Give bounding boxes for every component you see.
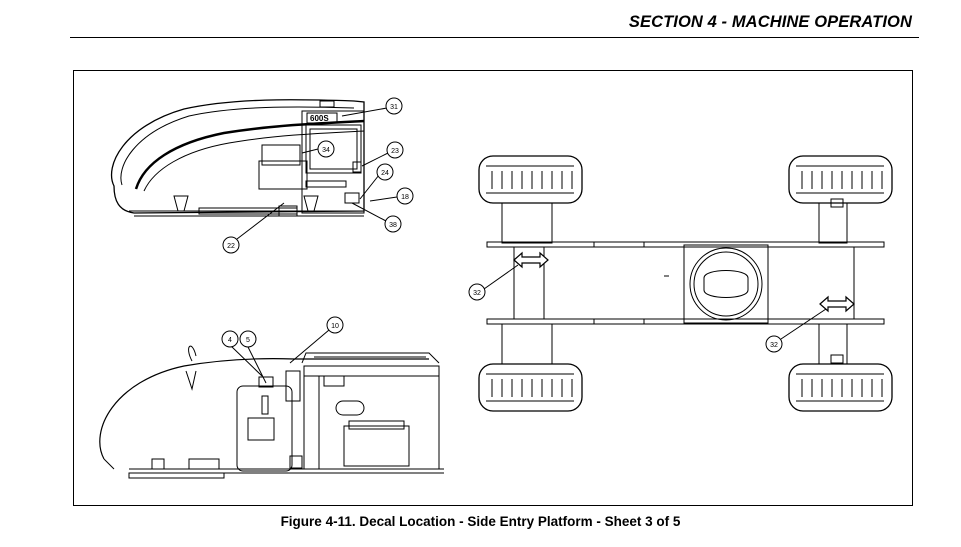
callout-4: 4 — [228, 337, 232, 344]
header-divider — [70, 37, 919, 38]
callouts-hood: 31 34 23 24 18 38 22 — [222, 97, 414, 254]
tire-front-left — [478, 155, 583, 204]
callout-32-left: 32 — [473, 290, 481, 297]
callout-32-right: 32 — [770, 342, 778, 349]
callout-24: 24 — [381, 170, 389, 177]
decal-arrow-left — [513, 251, 549, 269]
callouts-platform: 4 5 10 — [221, 316, 344, 384]
hood-side-view: 600S — [110, 99, 365, 217]
callouts-chassis: 32 32 — [468, 264, 827, 353]
platform-side-view — [99, 345, 444, 479]
callout-31: 31 — [390, 104, 398, 111]
figure-caption: Figure 4-11. Decal Location - Side Entry… — [280, 514, 681, 529]
decal-location-drawing: 600S 31 34 23 24 18 38 — [99, 97, 893, 479]
tire-rear-left — [478, 363, 583, 412]
tire-front-right — [788, 155, 893, 204]
callout-22: 22 — [227, 243, 235, 250]
decal-arrow-right — [819, 295, 855, 313]
callout-18: 18 — [401, 194, 409, 201]
callout-5: 5 — [246, 337, 250, 344]
callout-10: 10 — [331, 323, 339, 330]
callout-23: 23 — [391, 148, 399, 155]
model-badge-text: 600S — [310, 114, 329, 123]
callout-38: 38 — [389, 222, 397, 229]
section-title: SECTION 4 - MACHINE OPERATION — [628, 13, 912, 31]
callout-34: 34 — [322, 147, 330, 154]
chassis-plan-view — [478, 155, 893, 412]
figure-frame: 600S 31 34 23 24 18 38 — [73, 70, 913, 506]
tire-rear-right — [788, 363, 893, 412]
